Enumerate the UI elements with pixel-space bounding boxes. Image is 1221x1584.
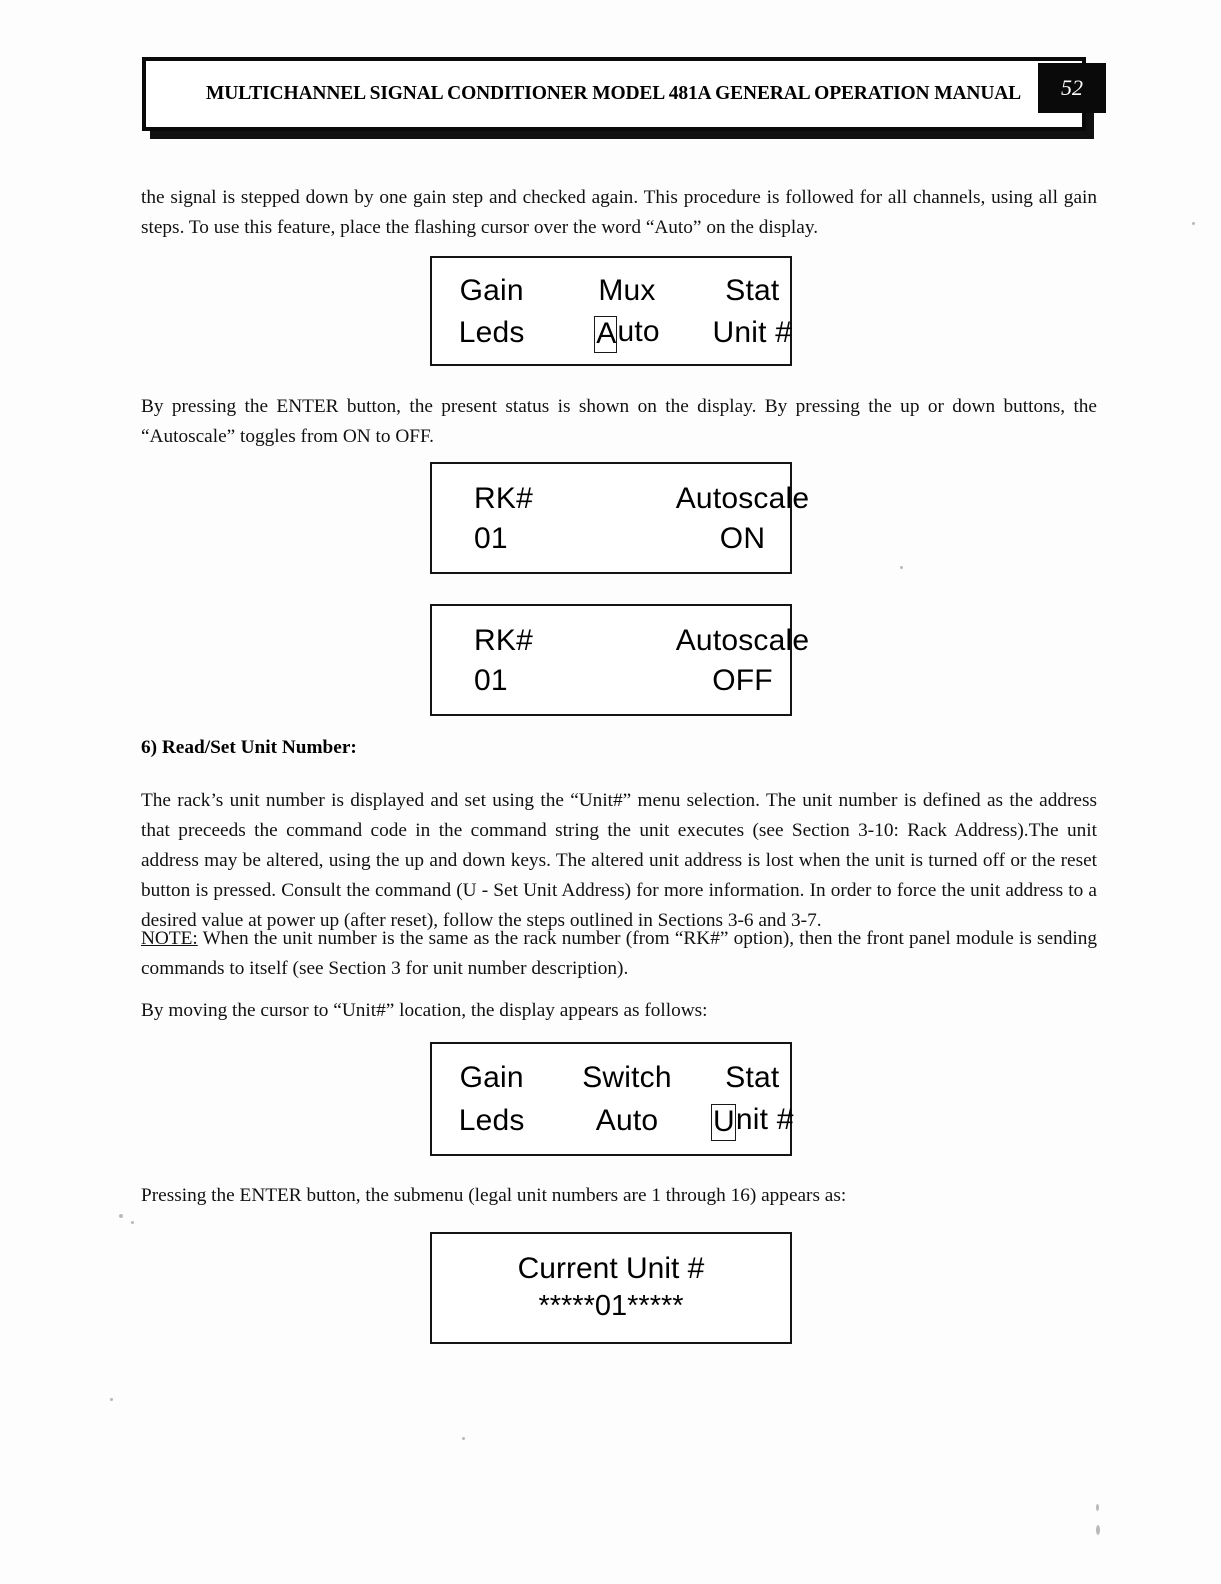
lcd-cell-autoscale: Autoscale [675,624,810,657]
lcd-cell-auto: Auto [595,1103,659,1137]
note-label: NOTE: [141,928,198,949]
page-title: MULTICHANNEL SIGNAL CONDITIONER MODEL 48… [206,83,1022,104]
lcd-cell-stat: Stat [725,274,780,307]
paragraph-submenu: Pressing the ENTER button, the submenu (… [141,1185,847,1206]
lcd-cell-rk: RK# [474,482,533,515]
lcd-cell-autoscale: Autoscale [675,482,810,515]
lcd-row-top: RK# Autoscale [432,482,809,516]
scan-speck [1096,1525,1100,1535]
lcd-row-bottom: Leds Auto Unit # [432,1102,793,1141]
scan-speck [1096,1504,1099,1511]
lcd-cell-unit-rest: nit # [735,1103,794,1136]
lcd-cell-auto-rest: uto [617,315,660,348]
section-heading-read-set-unit-number: 6) Read/Set Unit Number: [141,737,357,758]
lcd-cell-leds: Leds [458,315,525,349]
scan-speck [1192,222,1195,225]
cursor-highlight-icon: U [711,1104,736,1141]
lcd-display-autoscale-on: RK# Autoscale 01 ON [430,462,809,574]
lcd-row-bottom: Leds Auto Unit # [432,314,792,353]
header-box: MULTICHANNEL SIGNAL CONDITIONER MODEL 48… [142,57,1086,131]
page-header: MULTICHANNEL SIGNAL CONDITIONER MODEL 48… [142,57,1106,139]
paragraph-note: NOTE: When the unit number is the same a… [141,924,1097,984]
page-number-badge: 52 [1038,63,1106,113]
cursor-highlight-icon: A [594,316,618,353]
lcd-cell-stat: Stat [725,1061,780,1094]
note-text: When the unit number is the same as the … [141,928,1097,979]
lcd-cell-switch: Switch [582,1061,672,1094]
page-number-value: 52 [1061,75,1083,100]
lcd-display-current-unit: Current Unit # *****01***** [430,1232,792,1344]
lcd-cell-leds: Leds [458,1103,525,1137]
lcd-row-top: RK# Autoscale [432,624,809,658]
lcd-cell-auto: Auto [567,314,692,353]
scan-speck [131,1221,134,1224]
lcd-display-mux-menu: Gain Mux Stat Leds Auto Unit # [430,256,792,366]
lcd-row-top: Gain Mux Stat [432,274,790,308]
lcd-cell-autoscale-value: OFF [712,664,773,697]
scan-speck [110,1398,113,1401]
lcd-cell-rk-value: 01 [474,664,508,697]
lcd-display-autoscale-off: RK# Autoscale 01 OFF [430,604,809,716]
lcd-line-current-unit-label: Current Unit # [517,1252,705,1285]
paragraph-unit-number-description: The rack’s unit number is displayed and … [141,790,1097,931]
scan-speck [900,566,903,569]
lcd-display-unit-menu: Gain Switch Stat Leds Auto Unit # [430,1042,793,1156]
scan-speck [119,1214,123,1218]
lcd-cell-unit: Unit # [693,1102,818,1141]
lcd-row-top: Gain Switch Stat [432,1061,790,1095]
lcd-cell-autoscale-value: ON [719,522,766,555]
scan-speck [462,1437,465,1440]
lcd-line-current-unit-value: *****01***** [538,1290,684,1322]
lcd-cell-mux: Mux [598,274,656,307]
lcd-cell-gain: Gain [459,274,524,307]
paragraph-move-cursor: By moving the cursor to “Unit#” location… [141,1000,708,1021]
lcd-cell-rk-value: 01 [474,522,508,555]
lcd-row-bottom: 01 OFF [432,664,790,698]
paragraph-intro: the signal is stepped down by one gain s… [141,187,1097,238]
lcd-cell-rk: RK# [474,624,533,657]
lcd-cell-gain: Gain [459,1061,524,1094]
paragraph-enter-status: By pressing the ENTER button, the presen… [141,396,1097,447]
lcd-cell-unit: Unit # [712,315,793,349]
lcd-row-bottom: 01 ON [432,522,790,556]
